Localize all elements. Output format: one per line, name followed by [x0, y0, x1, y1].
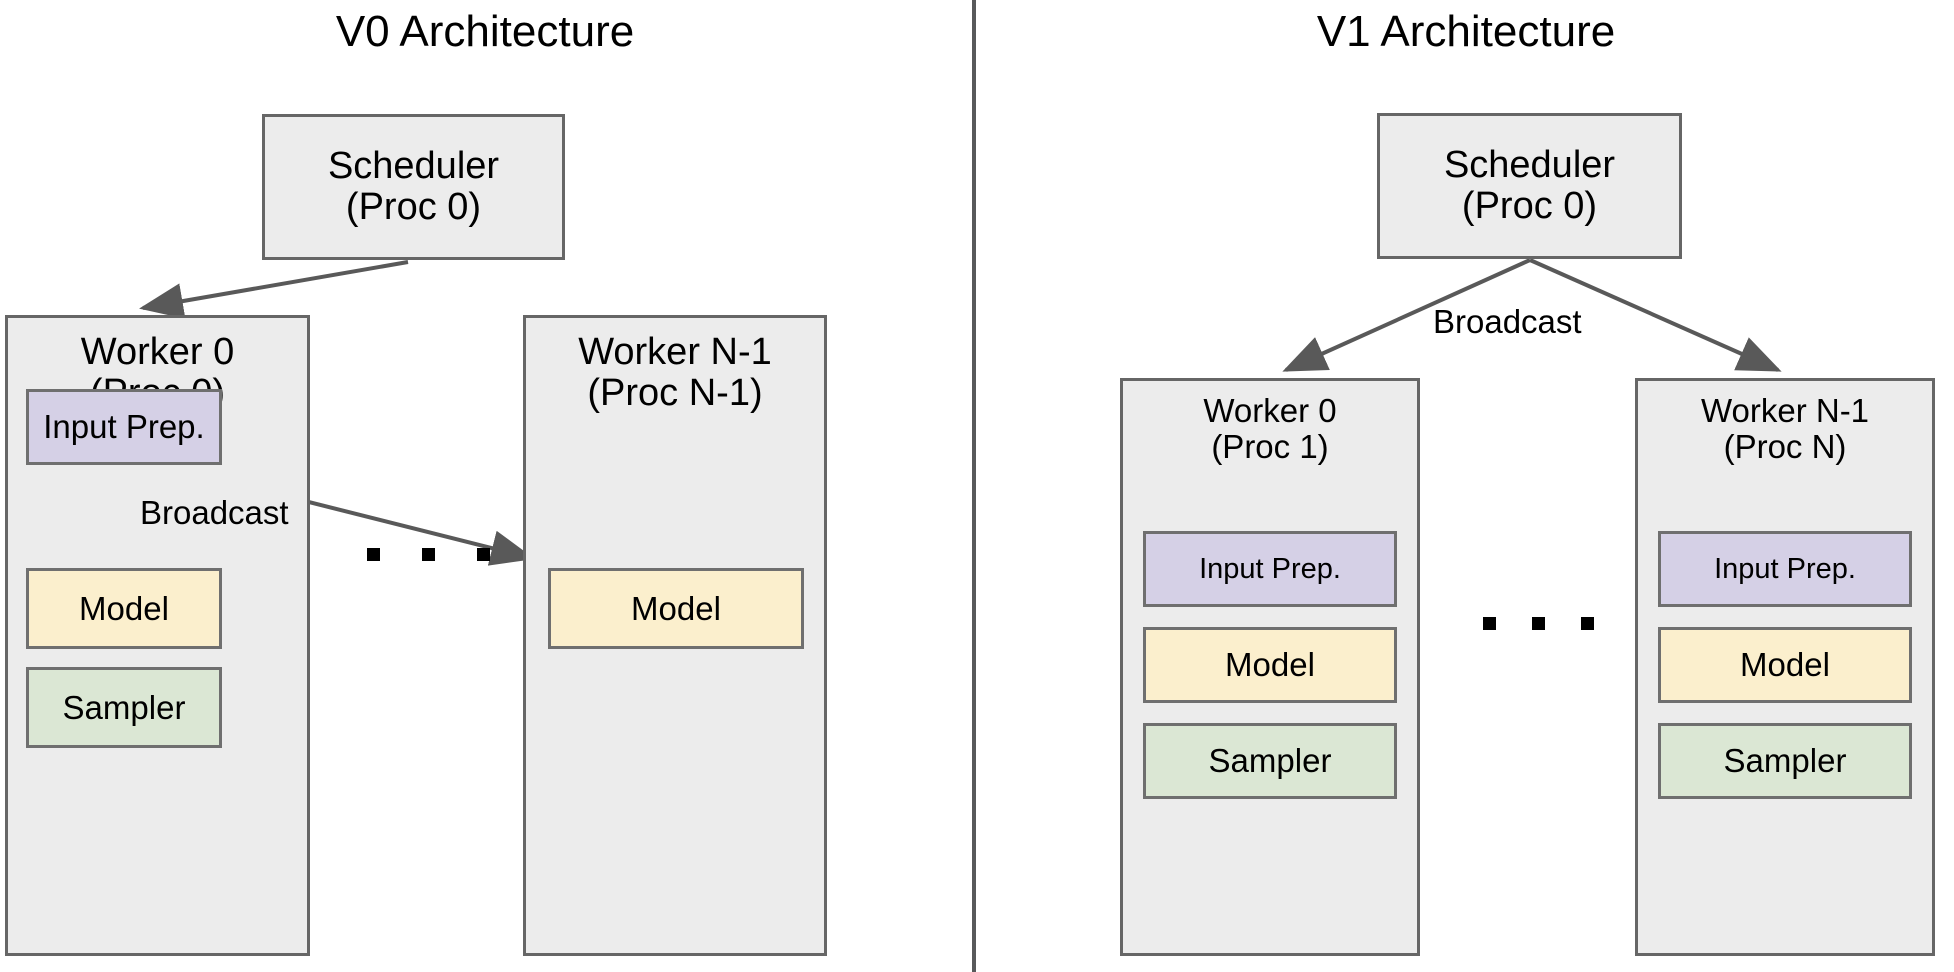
v1-workers-ellipsis — [1483, 617, 1594, 630]
panel-title-v1: V1 Architecture — [1316, 7, 1616, 56]
panel-title-v0: V0 Architecture — [335, 7, 635, 56]
ellipsis-dot — [1581, 617, 1594, 630]
panel-v1-architecture: V1 Architecture Scheduler (Proc 0) Broad… — [978, 0, 1954, 972]
v1-worker-0-model[interactable]: Model — [1143, 627, 1397, 703]
v0-worker-0-input-prep-label: Input Prep. — [43, 408, 205, 445]
v0-worker-n1-model-label: Model — [631, 589, 721, 627]
v0-scheduler-label: Scheduler (Proc 0) — [327, 144, 500, 228]
v1-worker-0-header: Worker 0 (Proc 1) — [1203, 392, 1337, 465]
v1-worker-0-input-prep[interactable]: Input Prep. — [1143, 531, 1397, 607]
v1-scheduler-label: Scheduler (Proc 0) — [1443, 143, 1616, 227]
panel-v0-architecture: V0 Architecture Scheduler (Proc 0) Worke… — [0, 0, 970, 972]
v1-scheduler-box[interactable]: Scheduler (Proc 0) — [1377, 113, 1682, 259]
v0-worker-0-model[interactable]: Model — [26, 568, 222, 649]
v1-broadcast-label: Broadcast — [1433, 303, 1582, 340]
v0-worker-n1-model[interactable]: Model — [548, 568, 804, 649]
v1-worker-0-input-prep-label: Input Prep. — [1199, 552, 1341, 585]
v1-worker-0-sampler-label: Sampler — [1208, 742, 1332, 779]
v1-worker-n1-sampler[interactable]: Sampler — [1658, 723, 1912, 799]
ellipsis-dot — [422, 548, 435, 561]
v0-worker-0-model-label: Model — [79, 589, 169, 627]
v0-worker-0-sampler-label: Sampler — [62, 688, 186, 726]
v0-worker-n1-header: Worker N-1 (Proc N-1) — [578, 331, 772, 415]
v1-worker-n1-sampler-label: Sampler — [1723, 742, 1847, 779]
v0-broadcast-label: Broadcast — [140, 494, 289, 531]
v1-worker-n1-header: Worker N-1 (Proc N) — [1700, 392, 1870, 465]
v0-worker-0-input-prep[interactable]: Input Prep. — [26, 389, 222, 465]
v1-worker-0-sampler[interactable]: Sampler — [1143, 723, 1397, 799]
v1-worker-n1-model[interactable]: Model — [1658, 627, 1912, 703]
v1-worker-n1-input-prep-label: Input Prep. — [1714, 552, 1856, 585]
v1-worker-n1-model-label: Model — [1740, 646, 1830, 683]
v0-worker-0-sampler[interactable]: Sampler — [26, 667, 222, 748]
ellipsis-dot — [1483, 617, 1496, 630]
v0-scheduler-box[interactable]: Scheduler (Proc 0) — [262, 114, 565, 260]
v1-worker-n1-input-prep[interactable]: Input Prep. — [1658, 531, 1912, 607]
ellipsis-dot — [367, 548, 380, 561]
edge-scheduler-to-worker0 — [139, 260, 409, 319]
panel-divider — [972, 0, 976, 972]
v1-worker-0-model-label: Model — [1225, 646, 1315, 683]
ellipsis-dot — [477, 548, 490, 561]
ellipsis-dot — [1532, 617, 1545, 630]
v0-workers-ellipsis — [367, 548, 490, 561]
